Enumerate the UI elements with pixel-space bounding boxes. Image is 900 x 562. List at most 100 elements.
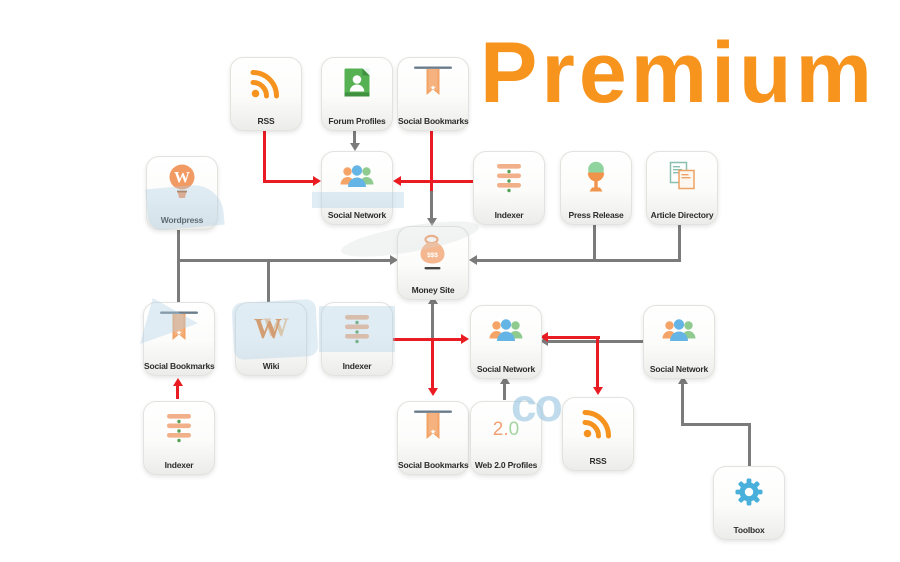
node-social-network-right[interactable]: Social Network: [643, 305, 715, 379]
node-label: Web 2.0 Profiles: [474, 460, 538, 470]
arrowhead-down: [428, 388, 438, 396]
arrowhead-left: [469, 255, 477, 265]
edge-toolbox-horizontal: [681, 423, 751, 426]
node-wordpress[interactable]: W Wordpress: [146, 156, 218, 230]
arrowhead-up: [428, 296, 438, 304]
rss-icon: [231, 63, 301, 103]
bookmark-icon: ★: [144, 308, 214, 348]
node-label: Forum Profiles: [328, 116, 386, 126]
web20-icon: 2.0: [471, 407, 541, 447]
node-label: Social Network: [327, 210, 387, 220]
node-indexer-bottom[interactable]: Indexer: [143, 401, 215, 475]
edge-branch-rssbottom: [596, 336, 599, 389]
node-social-bookmarks-bottom[interactable]: ★ Social Bookmarks: [397, 401, 469, 475]
bookmark-icon: ★: [398, 407, 468, 447]
node-label: RSS: [257, 116, 275, 126]
node-social-network-top[interactable]: Social Network: [321, 151, 393, 225]
arrowhead-up: [500, 376, 510, 384]
node-label: Article Directory: [650, 210, 714, 220]
svg-text:★: ★: [430, 428, 436, 436]
edge-web20-socialnetwork: [503, 383, 506, 400]
edge-red-overlay-horizontal: [548, 336, 600, 339]
arrowhead-right: [313, 176, 321, 186]
node-label: Indexer: [494, 210, 524, 220]
node-label: Social Network: [476, 364, 536, 374]
node-label: Indexer: [164, 460, 194, 470]
edge-wordpress-moneysite: [177, 259, 392, 262]
edge-indexertop-socialnetwork: [401, 180, 473, 183]
edge-pressrelease-vertical: [593, 224, 596, 262]
social-network-icon: [322, 157, 392, 197]
edge-forumprofiles-socialnetwork: [353, 131, 356, 145]
social-network-icon: [471, 311, 541, 351]
edge-right-trunk-moneysite: [477, 259, 681, 262]
svg-text:W: W: [263, 313, 289, 342]
node-label: Toolbox: [733, 525, 765, 535]
forum-profiles-icon: [322, 63, 392, 103]
edge-indexerbottom-socialbookmarks: [176, 386, 179, 399]
indexer-icon: [144, 407, 214, 447]
edge-rss-socialnetwork: [263, 180, 315, 183]
node-money-site[interactable]: $$$ Money Site: [397, 226, 469, 300]
edge-junction-moneysite-top: [430, 191, 433, 220]
edge-indexermid-socialnetwork: [393, 338, 463, 341]
node-toolbox[interactable]: Toolbox: [713, 466, 785, 540]
node-indexer-mid[interactable]: Indexer: [321, 302, 393, 376]
node-social-network-mid[interactable]: Social Network: [470, 305, 542, 379]
watermark-text: co: [511, 379, 563, 431]
node-indexer-top[interactable]: Indexer: [473, 151, 545, 225]
social-network-icon: [644, 311, 714, 351]
edge-socialbookmarkstop-vertical: [430, 129, 433, 191]
arrowhead-up: [678, 376, 688, 384]
rss-icon: [563, 403, 633, 443]
node-web20-profiles[interactable]: 2.0 Web 2.0 Profiles: [470, 401, 542, 475]
node-label: Social Network: [649, 364, 709, 374]
wordpress-icon: W: [147, 162, 217, 202]
article-directory-icon: [647, 157, 717, 197]
node-label: Wiki: [262, 361, 280, 371]
edge-wordpress-trunk-vertical: [177, 228, 180, 304]
node-article-directory[interactable]: Article Directory: [646, 151, 718, 225]
arrowhead-left: [393, 176, 401, 186]
arrowhead-left: [540, 332, 548, 342]
svg-text:W: W: [254, 314, 282, 345]
edge-articledirectory-vertical: [678, 224, 681, 262]
bookmark-icon: ★: [398, 63, 468, 103]
arrowhead-up: [173, 378, 183, 386]
edge-junction-socialbookmarksbottom: [431, 338, 434, 390]
arrowhead-down: [350, 143, 360, 151]
svg-text:★: ★: [430, 84, 436, 92]
node-label: Press Release: [568, 210, 624, 220]
edge-toolbox-vertical: [748, 423, 751, 467]
node-forum-profiles[interactable]: Forum Profiles: [321, 57, 393, 131]
node-label: Indexer: [342, 361, 372, 371]
node-label: Money Site: [411, 285, 455, 295]
money-bag-icon: $$$: [398, 232, 468, 272]
node-label: RSS: [589, 456, 607, 466]
arrowhead-down: [427, 218, 437, 226]
node-social-bookmarks-mid[interactable]: ★ Social Bookmarks: [143, 302, 215, 376]
arrowhead-right: [390, 255, 398, 265]
node-label: Social Bookmarks: [398, 460, 469, 470]
node-press-release[interactable]: Press Release: [560, 151, 632, 225]
premium-title: Premium: [480, 25, 877, 121]
arrowhead-right: [461, 334, 469, 344]
node-label: Social Bookmarks: [398, 116, 469, 126]
node-social-bookmarks-top[interactable]: ★ Social Bookmarks: [397, 57, 469, 131]
node-rss-bottom[interactable]: RSS: [562, 397, 634, 471]
edge-trunk-wiki: [267, 259, 270, 303]
arrowhead-down: [593, 387, 603, 395]
node-label: Wordpress: [160, 215, 204, 225]
svg-text:2.0: 2.0: [493, 419, 519, 440]
node-rss-top[interactable]: RSS: [230, 57, 302, 131]
press-release-icon: [561, 157, 631, 197]
edge-rss-elbow-vertical: [263, 129, 266, 183]
svg-text:W: W: [174, 170, 190, 187]
svg-text:★: ★: [176, 329, 182, 337]
indexer-icon: [322, 308, 392, 348]
edge-toolbox-socialnetwork: [681, 383, 684, 426]
node-label: Social Bookmarks: [144, 361, 215, 371]
